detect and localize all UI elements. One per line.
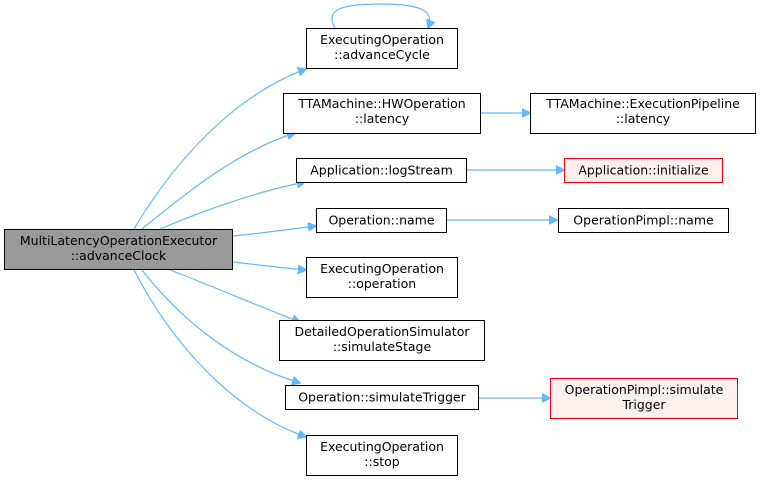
node-executing-operation-operation[interactable]: ExecutingOperation ::operation bbox=[306, 257, 458, 298]
node-execution-pipeline-latency[interactable]: TTAMachine::ExecutionPipeline ::latency bbox=[530, 93, 756, 134]
node-label: Application::logStream bbox=[310, 163, 453, 178]
node-label-line1: OperationPimpl::simulate bbox=[565, 382, 724, 397]
edge-advance-cycle-self-loop bbox=[331, 3, 430, 28]
node-executing-operation-advance-cycle[interactable]: ExecutingOperation ::advanceCycle bbox=[306, 28, 458, 69]
edge-root-to-op-name bbox=[232, 226, 316, 237]
node-label-line2: ::simulateStage bbox=[333, 339, 432, 354]
node-label-line2: ::advanceCycle bbox=[334, 47, 430, 62]
node-label-line1: TTAMachine::ExecutionPipeline bbox=[545, 96, 740, 111]
node-label: Operation::simulateTrigger bbox=[298, 390, 466, 405]
node-label-line2: Trigger bbox=[621, 397, 666, 412]
node-operation-pimpl-simulate-trigger[interactable]: OperationPimpl::simulate Trigger bbox=[550, 378, 738, 419]
node-label-line1: DetailedOperationSimulator bbox=[295, 324, 471, 339]
node-label: OperationPimpl::name bbox=[573, 213, 714, 228]
node-label-line1: TTAMachine::HWOperation bbox=[297, 96, 465, 111]
node-application-log-stream[interactable]: Application::logStream bbox=[296, 158, 467, 183]
node-detailed-operation-simulator-simulate-stage[interactable]: DetailedOperationSimulator ::simulateSta… bbox=[279, 320, 485, 361]
edge-root-to-exec-operation bbox=[232, 261, 306, 270]
edge-root-to-exec-stop bbox=[133, 269, 306, 437]
node-hw-operation-latency[interactable]: TTAMachine::HWOperation ::latency bbox=[283, 93, 481, 134]
node-application-initialize[interactable]: Application::initialize bbox=[564, 158, 723, 183]
node-label-line2: ::operation bbox=[348, 276, 416, 291]
node-label-line2: ::latency bbox=[616, 111, 671, 126]
node-operation-pimpl-name[interactable]: OperationPimpl::name bbox=[558, 208, 729, 233]
node-label-line2: ::stop bbox=[364, 454, 399, 469]
node-label-line1: ExecutingOperation bbox=[320, 439, 444, 454]
edge-root-to-hw-latency bbox=[141, 133, 295, 230]
edge-root-to-simulate-trigger bbox=[141, 269, 300, 383]
node-label: Application::initialize bbox=[578, 163, 709, 178]
edge-root-to-simulate-stage bbox=[169, 269, 300, 322]
node-executing-operation-stop[interactable]: ExecutingOperation ::stop bbox=[306, 435, 458, 476]
edges bbox=[133, 3, 564, 437]
node-operation-name[interactable]: Operation::name bbox=[316, 208, 447, 233]
edge-root-to-advance-cycle bbox=[133, 69, 306, 230]
node-root-advance-clock[interactable]: MultiLatencyOperationExecutor ::advanceC… bbox=[4, 229, 233, 270]
node-label-line2: ::latency bbox=[355, 111, 410, 126]
node-label-line1: ExecutingOperation bbox=[320, 261, 444, 276]
node-label-line1: ExecutingOperation bbox=[320, 32, 444, 47]
node-label-line1: MultiLatencyOperationExecutor bbox=[20, 233, 218, 248]
edge-root-to-log-stream bbox=[159, 182, 305, 230]
node-label: Operation::name bbox=[328, 213, 434, 228]
node-operation-simulate-trigger[interactable]: Operation::simulateTrigger bbox=[285, 385, 479, 410]
node-label-line2: ::advanceClock bbox=[71, 248, 167, 263]
